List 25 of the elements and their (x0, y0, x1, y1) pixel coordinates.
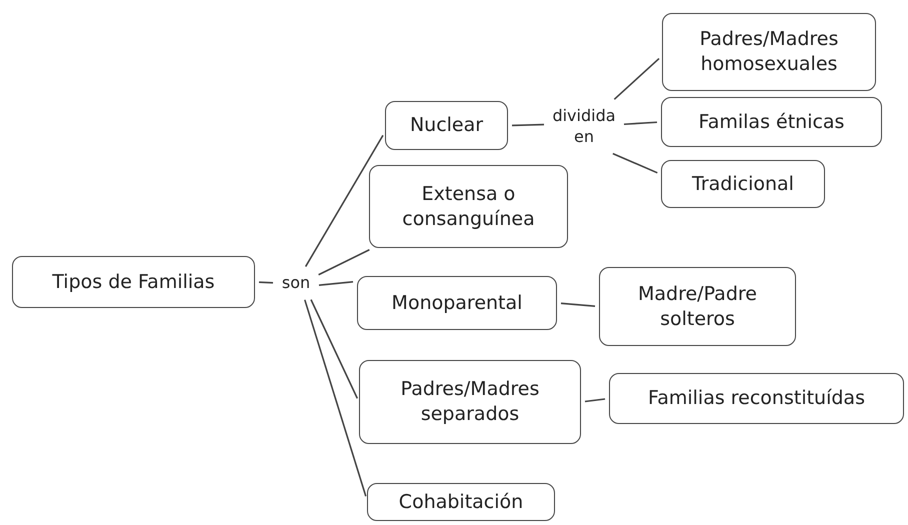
connector-line (318, 281, 354, 286)
concept-box: Tipos de Familias (12, 256, 255, 308)
connector-line (512, 124, 544, 126)
concept-box: Padres/Madres homosexuales (662, 13, 876, 91)
concept-box: Padres/Madres separados (359, 360, 581, 444)
connector-line (304, 134, 384, 267)
connector-line (624, 121, 658, 126)
concept-box: Extensa o consanguínea (369, 165, 568, 248)
concept-box: Cohabitación (367, 483, 555, 521)
connector-line (560, 302, 596, 307)
connector-line (614, 58, 660, 100)
concept-box: Tradicional (661, 160, 825, 208)
connector-line (584, 398, 606, 402)
concept-box: Nuclear (385, 101, 508, 150)
concept-box: Monoparental (357, 276, 557, 330)
connector-line (310, 299, 358, 399)
connector-line (612, 152, 658, 174)
connector-line (258, 281, 274, 284)
connector-line (304, 300, 367, 497)
connector-line (318, 249, 370, 276)
concept-box: Madre/Padre solteros (599, 267, 796, 346)
concept-box: Familias reconstituídas (609, 373, 904, 424)
linking-phrase: dividida en (548, 102, 620, 152)
linking-phrase: son (277, 270, 315, 296)
concept-box: Familas étnicas (661, 97, 882, 147)
